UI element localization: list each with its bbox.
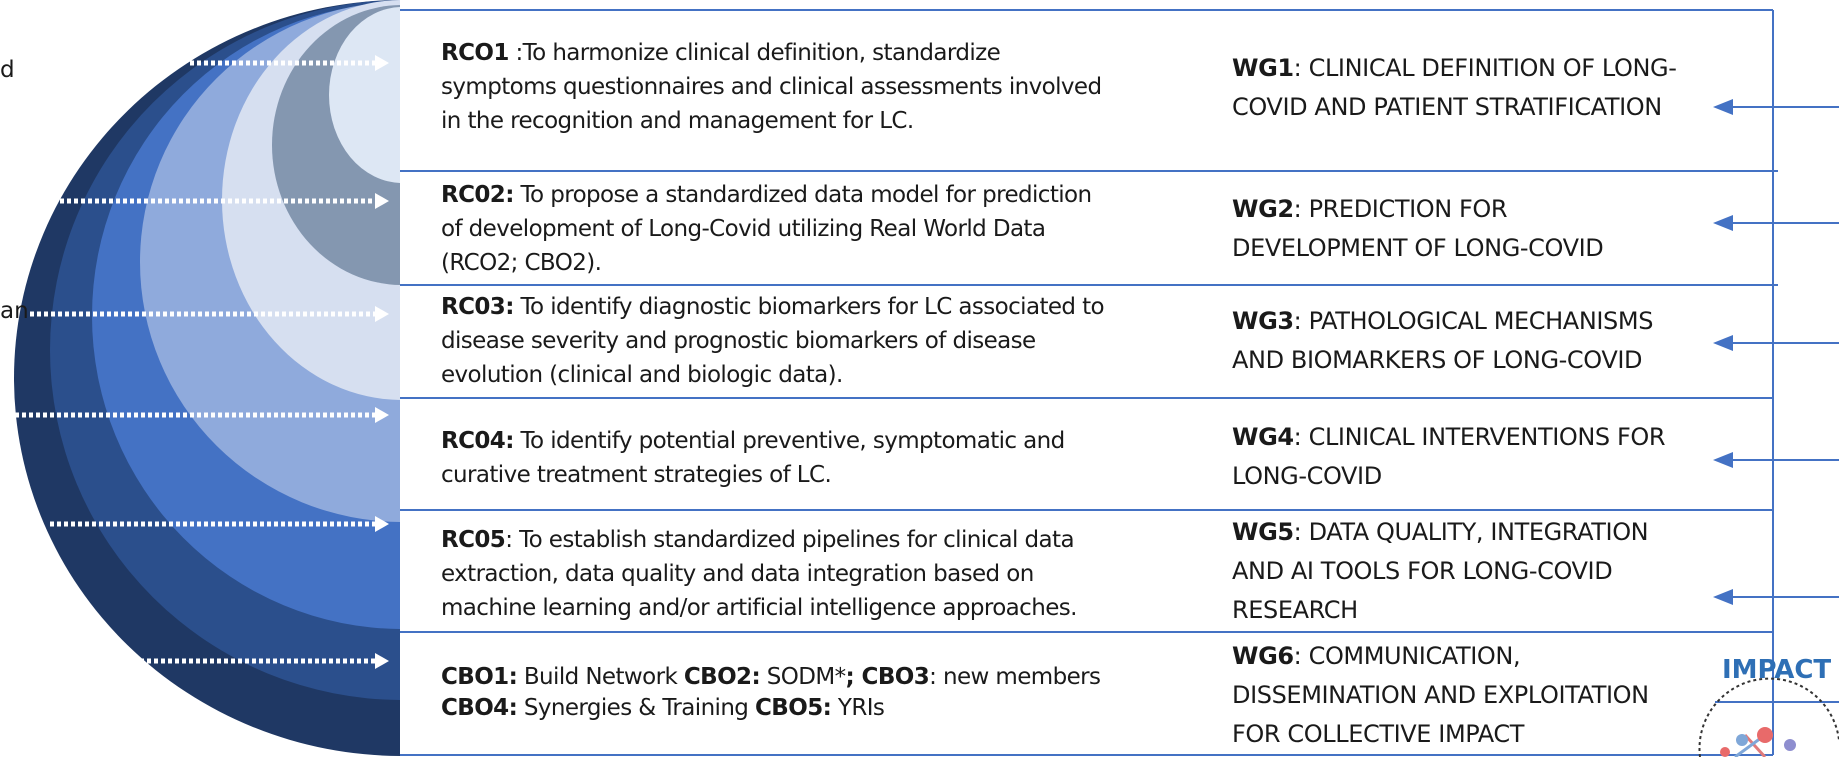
cbo2-text: SODM* <box>760 664 846 690</box>
objective-text: extraction, data quality and data integr… <box>441 561 1034 587</box>
wg-label: WG4 <box>1232 423 1294 451</box>
objective-rco1: RCO1 :To harmonize clinical definition, … <box>441 36 1102 138</box>
wg-label: WG1 <box>1232 54 1294 82</box>
objective-text: To propose a standardized data model for… <box>513 182 1093 208</box>
objective-label: RC03: <box>441 294 514 320</box>
objective-text: in the recognition and management for LC… <box>441 108 914 134</box>
wg-text: : CLINICAL DEFINITION OF LONG- <box>1293 54 1677 82</box>
working-group-5: WG5: DATA QUALITY, INTEGRATION AND AI TO… <box>1232 513 1649 630</box>
cbo3-label: ; CBO3 <box>845 664 930 690</box>
objective-arrows <box>15 60 376 664</box>
working-group-4: WG4: CLINICAL INTERVENTIONS FOR LONG-COV… <box>1232 418 1666 496</box>
objective-label: RCO1 <box>441 40 509 66</box>
network-logo <box>1698 677 1839 757</box>
cbo3-text: : new members <box>929 664 1101 690</box>
wg-text: : PREDICTION FOR <box>1293 195 1508 223</box>
wg-text: RESEARCH <box>1232 596 1358 624</box>
cbo5-label: CBO5: <box>755 695 832 721</box>
wg-text: : COMMUNICATION, <box>1293 642 1521 670</box>
left-fragment-2: an <box>0 298 29 324</box>
working-group-6: WG6: COMMUNICATION, DISSEMINATION AND EX… <box>1232 637 1649 754</box>
arrow-heads <box>375 55 389 669</box>
wg-label: WG3 <box>1232 307 1294 335</box>
wg-text: DISSEMINATION AND EXPLOITATION <box>1232 681 1649 709</box>
wg-arrows <box>1715 106 1839 703</box>
cbo4-label: CBO4: <box>441 695 518 721</box>
wg-label: WG6 <box>1232 642 1294 670</box>
objective-label: RC02: <box>441 182 514 208</box>
wg-text: LONG-COVID <box>1232 462 1382 490</box>
working-group-1: WG1: CLINICAL DEFINITION OF LONG- COVID … <box>1232 49 1677 127</box>
objective-text: curative treatment strategies of LC. <box>441 462 832 488</box>
wg-label: WG5 <box>1232 518 1294 546</box>
ring-7 <box>329 7 400 183</box>
wg-arrow-heads <box>1713 99 1733 605</box>
wg-text: : PATHOLOGICAL MECHANISMS <box>1293 307 1654 335</box>
objective-text: disease severity and prognostic biomarke… <box>441 328 1036 354</box>
objective-text: :To harmonize clinical definition, stand… <box>508 40 1001 66</box>
wg-text: AND BIOMARKERS OF LONG-COVID <box>1232 346 1643 374</box>
objective-text: evolution (clinical and biologic data). <box>441 362 843 388</box>
working-group-2: WG2: PREDICTION FOR DEVELOPMENT OF LONG-… <box>1232 190 1604 268</box>
cbo4-text: Synergies & Training <box>517 695 756 721</box>
objective-text: To identify diagnostic biomarkers for LC… <box>513 294 1105 320</box>
wg-text: DEVELOPMENT OF LONG-COVID <box>1232 234 1604 262</box>
wg-label: WG2 <box>1232 195 1294 223</box>
objective-label: RC05 <box>441 527 506 553</box>
cbo1-label: CBO1: <box>441 664 518 690</box>
wg-text: : DATA QUALITY, INTEGRATION <box>1293 518 1649 546</box>
impact-label: IMPACT <box>1722 655 1832 685</box>
objective-rc04: RC04: To identify potential preventive, … <box>441 424 1065 492</box>
objective-text: machine learning and/or artificial intel… <box>441 595 1077 621</box>
wg-text: FOR COLLECTIVE IMPACT <box>1232 720 1524 748</box>
left-fragment-1: d <box>0 57 15 83</box>
cbo2-label: CBO2: <box>683 664 761 690</box>
objective-text: To identify potential preventive, sympto… <box>513 428 1066 454</box>
objective-text: : To establish standardized pipelines fo… <box>505 527 1074 553</box>
objective-text: symptoms questionnaires and clinical ass… <box>441 74 1102 100</box>
wg-text: : CLINICAL INTERVENTIONS FOR <box>1293 423 1666 451</box>
objective-rc05: RC05: To establish standardized pipeline… <box>441 523 1077 625</box>
cbo1-text: Build Network <box>517 664 684 690</box>
wg-text: AND AI TOOLS FOR LONG-COVID <box>1232 557 1613 585</box>
wg-text: COVID AND PATIENT STRATIFICATION <box>1232 93 1662 121</box>
objective-text: (RCO2; CBO2). <box>441 250 602 276</box>
objective-rc02: RC02: To propose a standardized data mod… <box>441 178 1092 280</box>
objective-cbo: CBO1: Build Network CBO2: SODM*; CBO3: n… <box>441 662 1101 724</box>
cbo5-text: YRIs <box>831 695 885 721</box>
working-group-3: WG3: PATHOLOGICAL MECHANISMS AND BIOMARK… <box>1232 302 1653 380</box>
objective-label: RC04: <box>441 428 514 454</box>
objective-text: of development of Long-Covid utilizing R… <box>441 216 1046 242</box>
table-lines <box>400 9 1778 756</box>
objective-rc03: RC03: To identify diagnostic biomarkers … <box>441 290 1105 392</box>
